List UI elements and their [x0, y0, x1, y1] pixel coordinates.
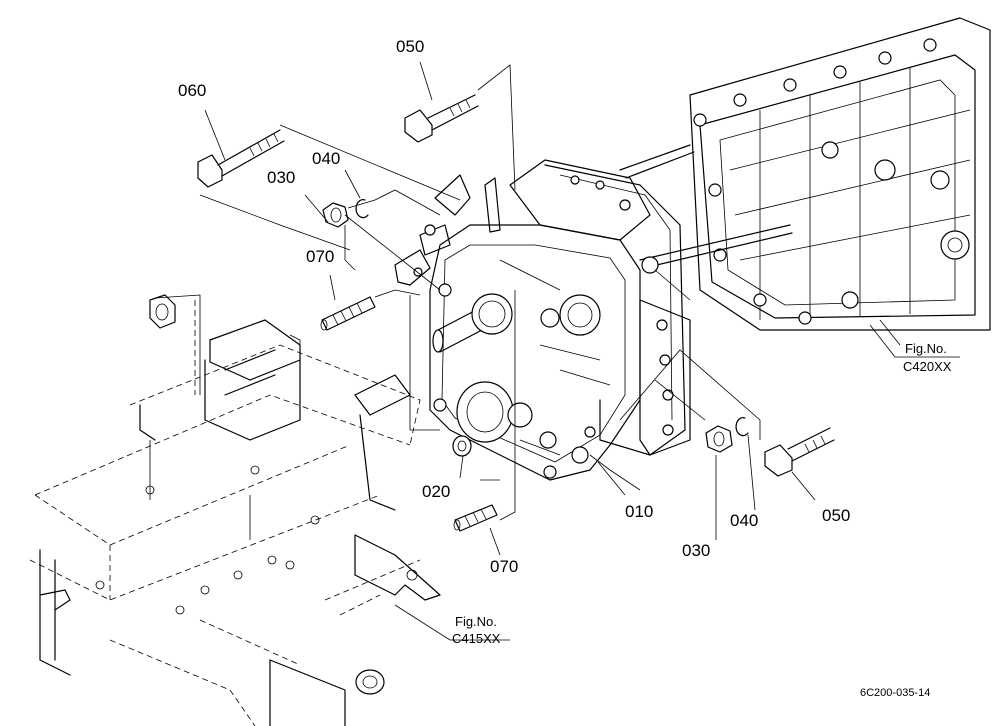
- label-020: 020: [422, 482, 450, 501]
- fig-ref-bottom-line2: C415XX: [452, 631, 501, 646]
- fig-ref-right-line1: Fig.No.: [905, 341, 947, 356]
- transmission-case: [619, 17, 991, 331]
- label-050-right: 050: [822, 506, 850, 525]
- washer-040-top: [355, 199, 369, 219]
- leader-lines: [154, 61, 960, 641]
- bushing-020: [452, 435, 472, 457]
- label-050-top: 050: [396, 37, 424, 56]
- frame-bracket: [29, 294, 441, 726]
- fig-ref-right-line2: C420XX: [903, 359, 952, 374]
- bolt-060: [197, 129, 285, 188]
- nut-030-right: [705, 425, 733, 453]
- bolt-050-right: [764, 427, 835, 477]
- stud-070-bottom: [453, 504, 498, 532]
- label-030-right: 030: [682, 541, 710, 560]
- bolt-050-top: [404, 94, 479, 143]
- label-070-bottom: 070: [490, 557, 518, 576]
- label-030-top: 030: [267, 168, 295, 187]
- drawing-code: 6C200-035-14: [860, 687, 930, 699]
- washer-040-right: [735, 417, 749, 437]
- nut-030-top: [322, 202, 349, 228]
- label-070-top: 070: [306, 247, 334, 266]
- housing-assembly: [394, 159, 691, 481]
- label-010: 010: [625, 502, 653, 521]
- label-060: 060: [178, 81, 206, 100]
- label-040-top: 040: [312, 149, 340, 168]
- fig-ref-bottom-line1: Fig.No.: [455, 614, 497, 629]
- label-040-right: 040: [730, 511, 758, 530]
- stud-070-top: [320, 296, 376, 331]
